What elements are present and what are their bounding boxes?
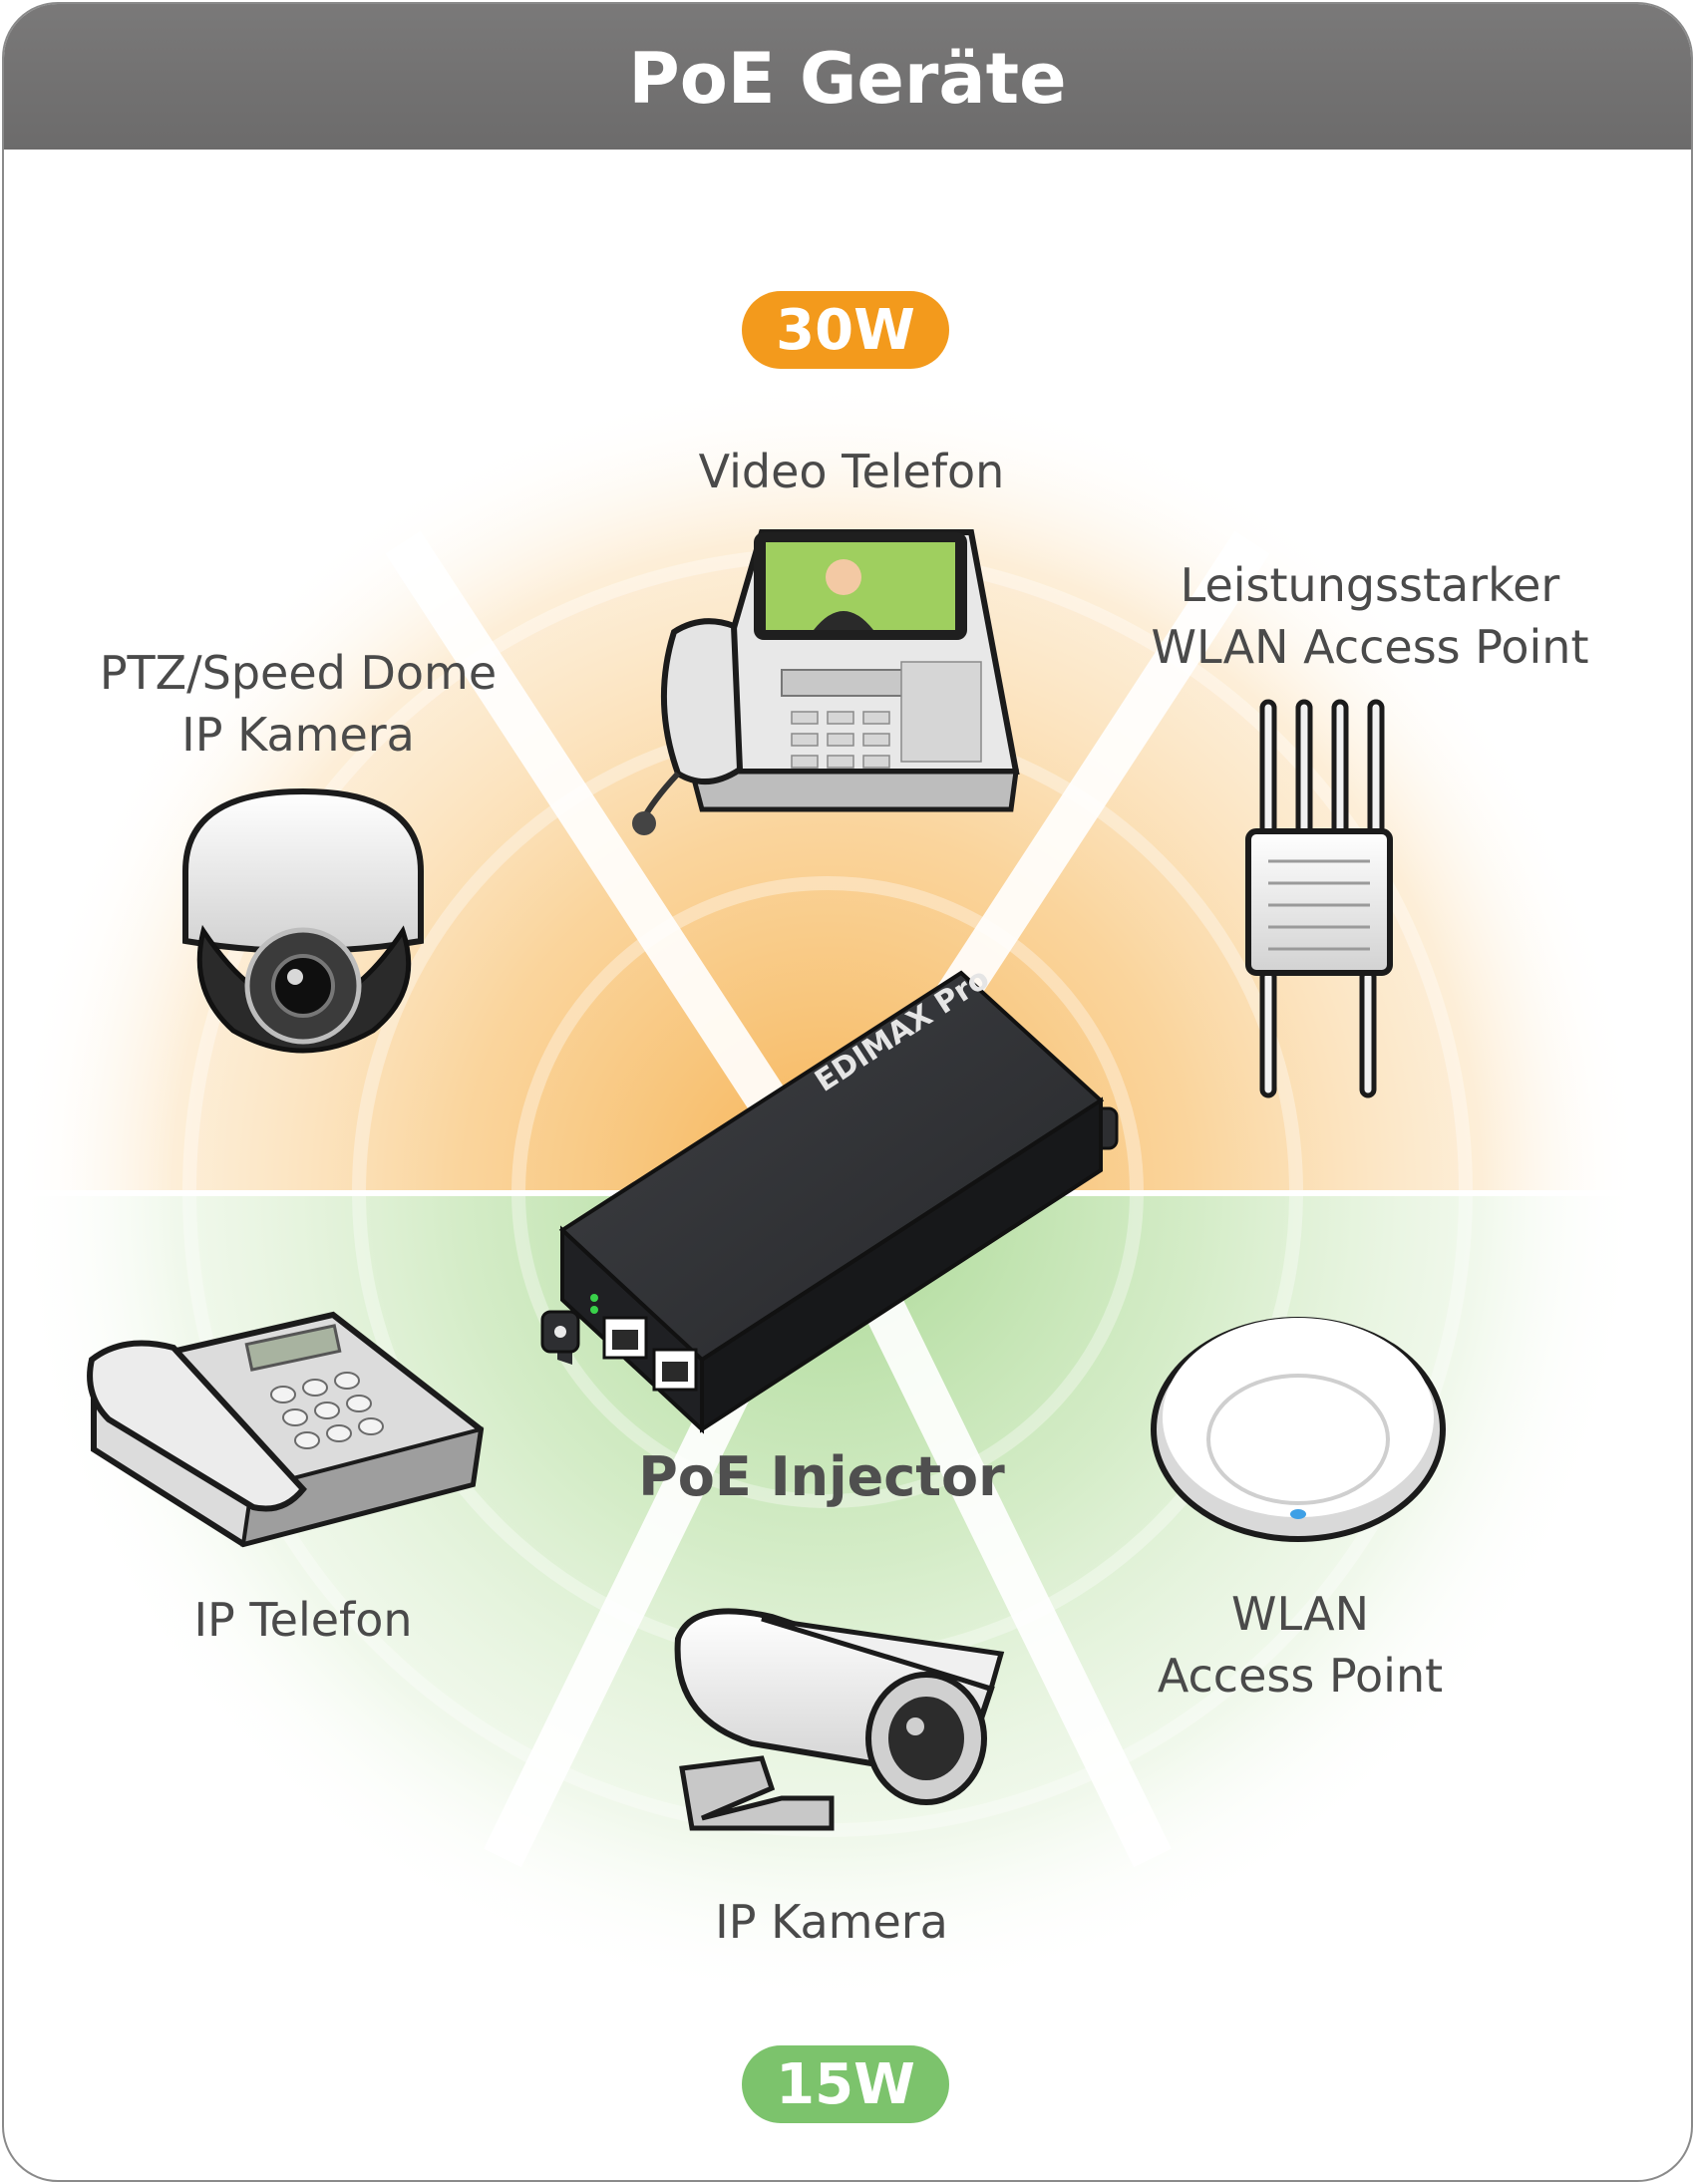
label-outdoor-ap-line2: WLAN Access Point bbox=[1151, 620, 1589, 674]
power-badge-30w: 30W bbox=[742, 291, 949, 369]
bullet-camera-icon bbox=[674, 1608, 1005, 1831]
label-ip-camera: IP Kamera bbox=[715, 1895, 948, 1949]
ceiling-ap-icon bbox=[1151, 1317, 1446, 1542]
label-ceiling-ap-line1: WLAN bbox=[1230, 1587, 1370, 1641]
label-video-phone: Video Telefon bbox=[698, 445, 1005, 498]
label-ip-phone: IP Telefon bbox=[193, 1593, 413, 1647]
label-ptz-camera-line1: PTZ/Speed Dome bbox=[99, 646, 498, 700]
poe-injector-icon: EDIMAX Pro bbox=[540, 961, 1119, 1434]
label-ptz-camera: PTZ/Speed Dome IP Kamera bbox=[64, 642, 532, 766]
label-ceiling-ap: WLAN Access Point bbox=[1111, 1583, 1490, 1707]
dome-camera-icon bbox=[182, 787, 424, 1054]
label-ceiling-ap-line2: Access Point bbox=[1157, 1649, 1444, 1703]
label-poe-injector: PoE Injector bbox=[638, 1445, 1005, 1508]
page-title: PoE Geräte bbox=[628, 38, 1067, 120]
outdoor-ap-icon bbox=[1245, 699, 1393, 1098]
desk-phone-icon bbox=[87, 1311, 485, 1548]
diagram-artwork: EDIMAX Pro bbox=[10, 375, 1645, 2010]
header-bar: PoE Geräte bbox=[4, 4, 1691, 150]
label-ptz-camera-line2: IP Kamera bbox=[181, 708, 415, 762]
label-outdoor-ap: Leistungsstarker WLAN Access Point bbox=[1081, 554, 1659, 678]
video-phone-icon bbox=[632, 529, 1020, 835]
power-badge-15w: 15W bbox=[742, 2045, 949, 2123]
label-outdoor-ap-line1: Leistungsstarker bbox=[1180, 558, 1560, 612]
